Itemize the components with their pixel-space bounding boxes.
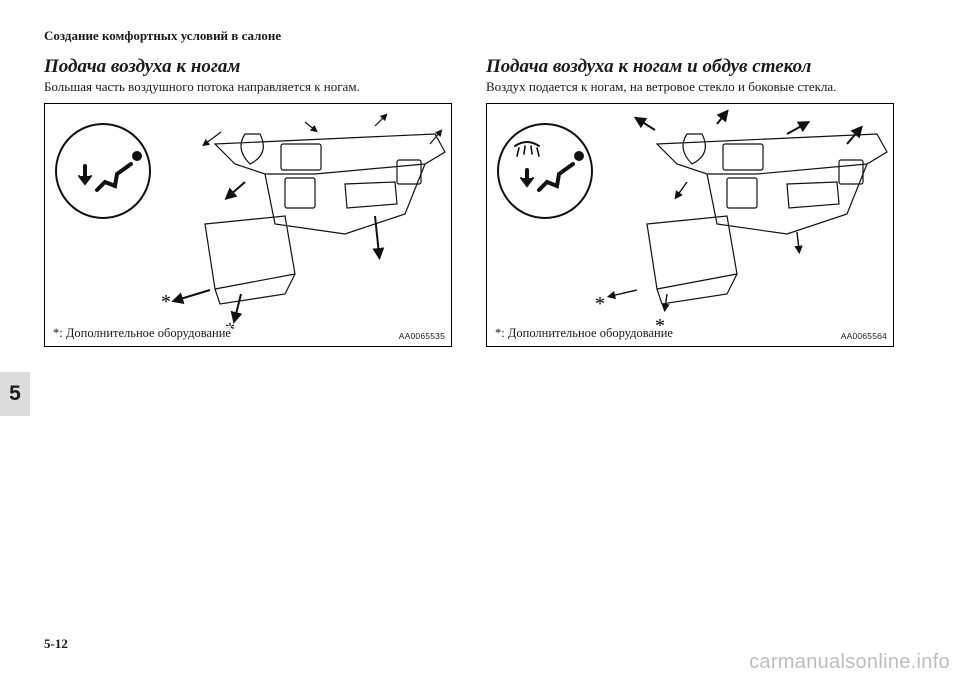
mode-circle: [55, 123, 151, 219]
watermark: carmanualsonline.info: [749, 651, 950, 673]
dashboard-outline: [646, 133, 888, 305]
section-desc-foot-defrost: Воздух подается к ногам, на ветровое сте…: [486, 79, 837, 94]
foot-defrost-mode-icon: [514, 141, 584, 192]
figure-footnote: *: Дополнительное оборудование: [495, 326, 673, 341]
figure-footnote: *: Дополнительное оборудование: [53, 326, 231, 341]
asterisk-left: *: [595, 293, 605, 315]
airflow-arrows: [606, 109, 863, 313]
dashboard-illustration: * *: [55, 113, 446, 341]
section-desc-foot: Большая часть воздушного потока направля…: [44, 79, 360, 94]
dashboard-outline: [204, 133, 446, 305]
figure-code: AA0065535: [398, 331, 445, 341]
airflow-arrows: [171, 113, 443, 324]
dashboard-illustration: * *: [497, 109, 888, 337]
section-title-foot: Подача воздуха к ногам: [44, 56, 241, 77]
running-header: Создание комфортных условий в салоне: [44, 28, 282, 43]
figure-foot-defrost-mode: * * *: Дополнительное оборудование AA006…: [486, 103, 894, 347]
mode-circle: [497, 123, 593, 219]
page-number: 5-12: [44, 636, 68, 651]
figure-foot-mode: * * *: Дополнительное оборудование AA006…: [44, 103, 452, 347]
foot-vent-mode-icon: [78, 151, 142, 192]
asterisk-left: *: [161, 291, 171, 313]
figure-code: AA0065564: [840, 331, 887, 341]
chapter-tab: 5: [0, 372, 30, 416]
section-title-foot-defrost: Подача воздуха к ногам и обдув стекол: [486, 56, 812, 77]
